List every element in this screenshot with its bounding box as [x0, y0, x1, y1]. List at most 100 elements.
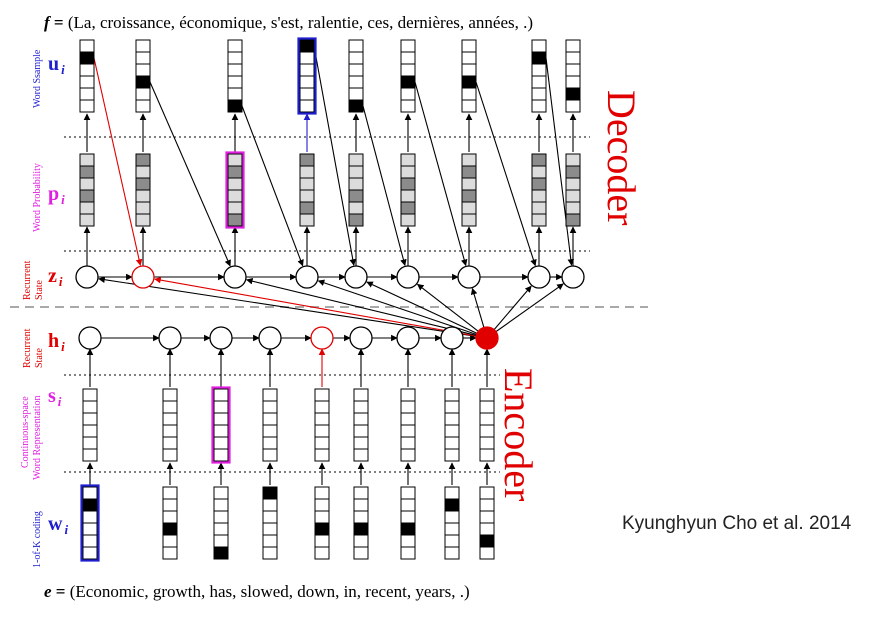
one-hot-vector-cell	[314, 546, 330, 560]
one-hot-vector	[400, 486, 416, 560]
word-probability-vector	[348, 153, 364, 227]
one-hot-vector-cell	[353, 510, 369, 524]
word-sample-vector-highlight	[297, 37, 317, 115]
word-representation-vector-cell	[82, 412, 98, 426]
word-representation-vector-cell	[162, 388, 178, 402]
one-hot-vector-cell	[262, 510, 278, 524]
word-representation-vector-cell	[400, 424, 416, 438]
word-sample-vector	[135, 39, 151, 113]
word-representation-vector-cell	[162, 448, 178, 462]
context-arrow	[416, 283, 479, 332]
one-hot-vector-cell	[353, 534, 369, 548]
word-sample-vector-cell	[299, 63, 315, 77]
word-probability-vector	[400, 153, 416, 227]
word-sample-vector-cell	[531, 99, 547, 113]
word-representation-vector-cell	[353, 436, 369, 450]
word-probability-vector-cell	[79, 213, 95, 227]
word-representation-vector-cell	[479, 448, 495, 462]
one-hot-vector	[162, 486, 178, 560]
one-hot-vector	[314, 486, 330, 560]
word-representation-vector-cell	[213, 388, 229, 402]
one-hot-vector-cell	[479, 486, 495, 500]
word-sample-vector-cell	[348, 63, 364, 77]
word-sample-vector-cell	[79, 87, 95, 101]
word-sample-vector-cell	[348, 39, 364, 53]
one-hot-vector-cell	[400, 534, 416, 548]
word-probability-vector-cell	[565, 201, 581, 215]
word-representation-vector-cell	[314, 400, 330, 414]
word-sample-vector-cell	[461, 39, 477, 53]
word-sample-vector-cell	[400, 87, 416, 101]
word-representation-vector-cell	[82, 388, 98, 402]
word-sample-vector-cell	[348, 87, 364, 101]
word-representation-vector-cell	[314, 388, 330, 402]
word-sample-vector-cell	[135, 99, 151, 113]
row-desc-z-2: State	[34, 279, 45, 300]
word-representation-vector	[162, 388, 178, 462]
one-hot-vector-cell	[262, 498, 278, 512]
source-sentence-words: (Economic, growth, has, slowed, down, in…	[70, 582, 470, 601]
one-hot-vector-cell	[444, 510, 460, 524]
row-desc-p: Word Probability	[32, 163, 43, 232]
word-sample-vector-cell	[227, 75, 243, 89]
one-hot-vector-cell	[82, 486, 98, 500]
word-probability-vector-cell	[135, 177, 151, 191]
context-arrow	[470, 287, 485, 328]
word-representation-vector-cell	[82, 436, 98, 450]
word-sample-vector-cell	[400, 99, 416, 113]
word-sample-vector-cell	[565, 99, 581, 113]
sample-feedback-arrow	[362, 105, 407, 267]
word-representation-vector	[211, 386, 231, 464]
one-hot-vector-cell	[479, 510, 495, 524]
word-probability-vector-cell	[400, 177, 416, 191]
word-probability-vector-cell	[135, 189, 151, 203]
word-probability-vector-cell	[227, 153, 243, 167]
target-sentence-symbol: f	[44, 13, 52, 32]
word-probability-vector-cell	[135, 165, 151, 179]
context-arrow	[317, 279, 477, 335]
word-probability-vector	[135, 153, 151, 227]
target-sentence: f = (La, croissance, économique, s'est, …	[44, 13, 533, 32]
word-probability-vector-cell	[227, 165, 243, 179]
word-representation-vector-cell	[400, 400, 416, 414]
one-hot-vector-cell	[82, 546, 98, 560]
word-sample-vector	[227, 39, 243, 113]
context-arrow	[154, 276, 477, 337]
one-hot-vector-cell	[213, 522, 229, 536]
one-hot-vector-cell	[444, 546, 460, 560]
one-hot-vector-highlight	[80, 484, 100, 562]
one-hot-vector-cell	[444, 498, 460, 512]
row-desc-h-2: State	[34, 347, 45, 368]
one-hot-vector-cell	[400, 510, 416, 524]
decoder-state-node	[396, 265, 420, 289]
word-probability-vector-cell	[299, 201, 315, 215]
word-representation-vector-cell	[353, 400, 369, 414]
one-hot-vector-cell	[400, 486, 416, 500]
source-sentence: e = (Economic, growth, has, slowed, down…	[44, 582, 470, 601]
row-desc-s: Continuous-space	[20, 396, 31, 468]
word-probability-vector	[225, 151, 245, 229]
word-sample-vector-cell	[531, 51, 547, 65]
one-hot-vector-cell	[262, 522, 278, 536]
one-hot-vector	[353, 486, 369, 560]
decoder-state-node	[295, 265, 319, 289]
one-hot-vector-cell	[479, 546, 495, 560]
word-probability-vector-cell	[227, 201, 243, 215]
context-arrow	[246, 278, 477, 336]
word-sample-vector-cell	[531, 63, 547, 77]
word-representation-vector-cell	[213, 448, 229, 462]
word-representation-vector-cell	[444, 436, 460, 450]
one-hot-vector-cell	[213, 534, 229, 548]
sample-feedback-arrow	[414, 81, 468, 267]
word-probability-vector-cell	[461, 177, 477, 191]
one-hot-vector-cell	[353, 486, 369, 500]
word-representation-vector-cell	[162, 424, 178, 438]
word-representation-vector-cell	[479, 388, 495, 402]
context-arrow	[495, 283, 564, 333]
word-probability-vector-cell	[299, 189, 315, 203]
